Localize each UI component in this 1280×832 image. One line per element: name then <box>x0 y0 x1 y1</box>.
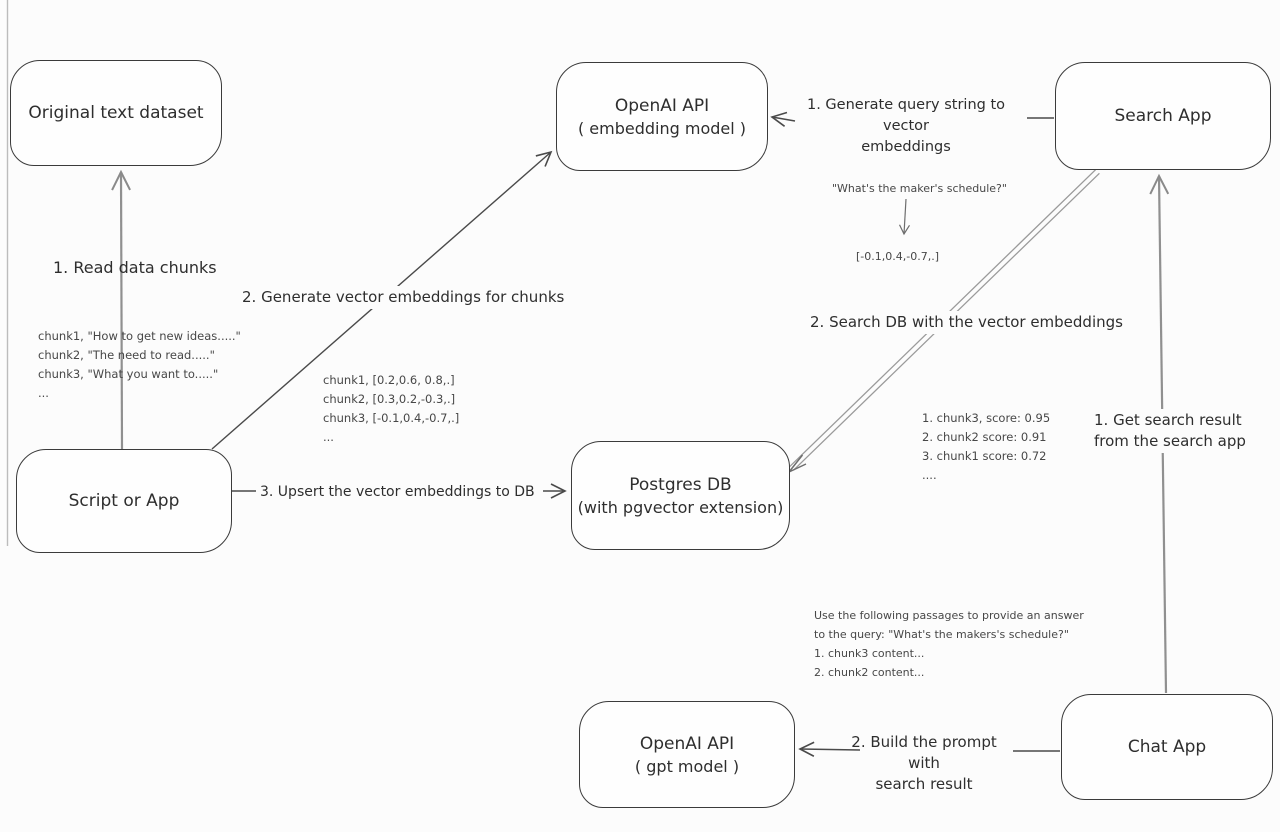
annotation-search-scores-line4: .... <box>922 468 937 482</box>
node-postgres-db-sublabel: (with pgvector extension) <box>577 497 784 517</box>
annotation-chunk-texts: chunk1, "How to get new ideas....." chun… <box>38 327 241 403</box>
annotation-chunk-vectors-line2: chunk2, [0.3,0.2,-0.3,.] <box>323 392 456 406</box>
edge-label-generate-embeddings: 2. Generate vector embeddings for chunks <box>238 286 569 309</box>
edge-label-get-search-result-line2: from the search app <box>1094 432 1246 450</box>
node-script-or-app-label: Script or App <box>68 491 180 511</box>
annotation-query-vector: [-0.1,0.4,-0.7,.] <box>856 250 939 263</box>
annotation-prompt-text-line4: 2. chunk2 content... <box>814 666 925 679</box>
annotation-search-scores-line2: 2. chunk2 score: 0.91 <box>922 430 1047 444</box>
arrow-query-to-vector-small <box>898 198 911 236</box>
edge-label-search-db: 2. Search DB with the vector embeddings <box>806 311 1127 334</box>
annotation-chunk-vectors-line4: ... <box>323 430 334 444</box>
edge-label-build-prompt: 2. Build the prompt with search result <box>836 732 1012 795</box>
node-script-or-app: Script or App <box>16 449 232 553</box>
annotation-prompt-text-line1: Use the following passages to provide an… <box>814 609 1084 622</box>
arrow-read-data-chunks <box>111 169 131 450</box>
annotation-query-example: "What's the maker's schedule?" <box>832 182 1007 195</box>
node-postgres-db: Postgres DB (with pgvector extension) <box>571 441 790 550</box>
annotation-search-scores-line1: 1. chunk3, score: 0.95 <box>922 411 1051 425</box>
annotation-chunk-texts-line2: chunk2, "The need to read....." <box>38 348 215 362</box>
node-openai-gpt-api: OpenAI API ( gpt model ) <box>579 701 795 808</box>
edge-label-query-to-vector-line1: 1. Generate query string to vector <box>806 97 1006 134</box>
arrow-search-db-head <box>788 454 807 473</box>
annotation-prompt-text: Use the following passages to provide an… <box>814 606 1084 682</box>
edge-label-build-prompt-line1: 2. Build the prompt with <box>851 733 997 772</box>
node-openai-gpt-api-sublabel: ( gpt model ) <box>634 756 740 776</box>
node-chat-app: Chat App <box>1061 694 1273 800</box>
annotation-chunk-vectors-line3: chunk3, [-0.1,0.4,-0.7,.] <box>323 411 460 425</box>
node-postgres-db-label: Postgres DB <box>629 474 732 495</box>
edge-label-read-data-chunks: 1. Read data chunks <box>53 258 217 277</box>
node-search-app-label: Search App <box>1114 106 1212 126</box>
node-openai-embedding-api-sublabel: ( embedding model ) <box>577 118 747 138</box>
edge-label-build-prompt-line2: search result <box>875 775 973 793</box>
node-chat-app-label: Chat App <box>1127 737 1207 757</box>
annotation-chunk-texts-line3: chunk3, "What you want to....." <box>38 367 219 381</box>
node-original-text-dataset: Original text dataset <box>10 60 222 166</box>
edge-label-upsert: 3. Upsert the vector embeddings to DB <box>256 481 539 504</box>
node-openai-gpt-api-label: OpenAI API <box>639 733 735 754</box>
node-search-app: Search App <box>1055 62 1271 170</box>
edge-label-query-to-vector-line2: embeddings <box>861 139 951 155</box>
node-openai-embedding-api: OpenAI API ( embedding model ) <box>556 62 768 171</box>
annotation-prompt-text-line2: to the query: "What's the makers's sched… <box>814 628 1069 641</box>
arrow-query-string-head <box>770 111 796 127</box>
annotation-search-scores: 1. chunk3, score: 0.95 2. chunk2 score: … <box>922 409 1051 485</box>
annotation-prompt-text-line3: 1. chunk3 content... <box>814 647 925 660</box>
edge-label-get-search-result: 1. Get search result from the search app <box>1090 409 1250 453</box>
edge-label-get-search-result-line1: 1. Get search result <box>1094 411 1242 429</box>
annotation-search-scores-line3: 3. chunk1 score: 0.72 <box>922 449 1047 463</box>
annotation-chunk-vectors-line1: chunk1, [0.2,0.6, 0.8,.] <box>323 373 455 387</box>
annotation-chunk-texts-line4: ... <box>38 386 49 400</box>
annotation-chunk-vectors: chunk1, [0.2,0.6, 0.8,.] chunk2, [0.3,0.… <box>323 371 459 447</box>
node-original-text-dataset-label: Original text dataset <box>28 103 204 123</box>
arrow-build-prompt-head <box>798 741 861 757</box>
edge-label-query-to-vector: 1. Generate query string to vector embed… <box>786 95 1026 158</box>
annotation-chunk-texts-line1: chunk1, "How to get new ideas....." <box>38 329 241 343</box>
node-openai-embedding-api-label: OpenAI API <box>614 95 710 116</box>
